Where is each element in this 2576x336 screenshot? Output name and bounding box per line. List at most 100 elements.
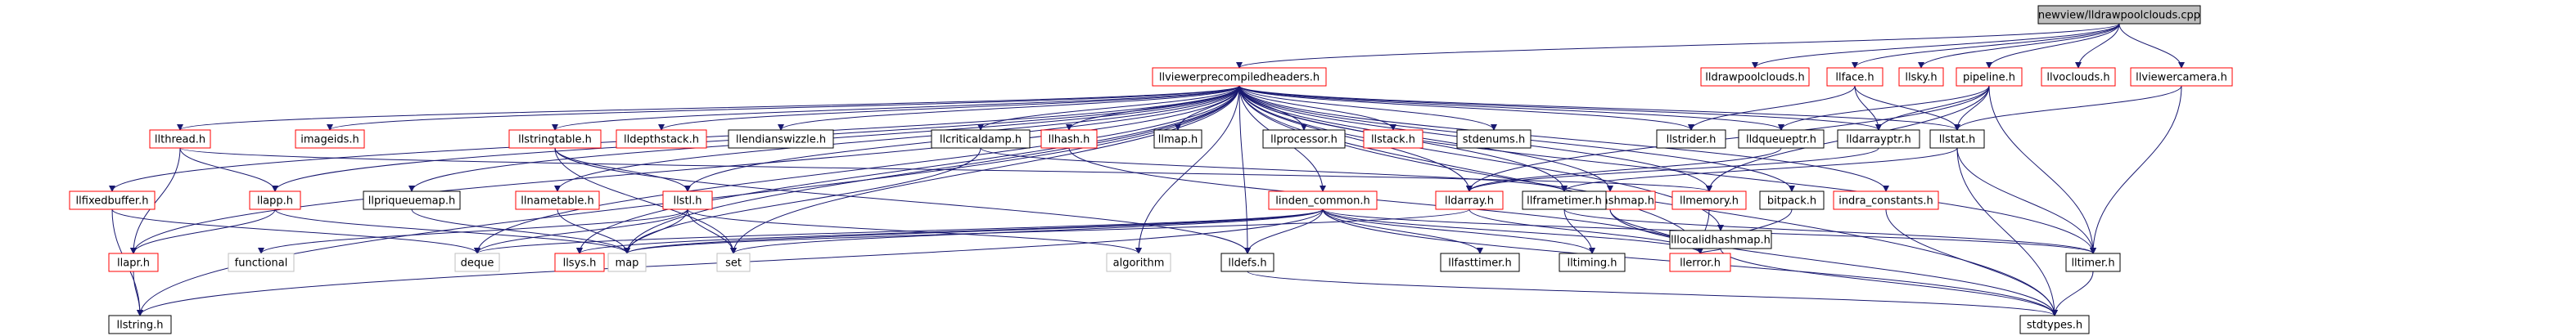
node-label: llmap.h	[1158, 134, 1198, 146]
node-stdenums_h[interactable]: stdenums.h	[1456, 129, 1532, 149]
node-llprocessor_h[interactable]: llprocessor.h	[1262, 129, 1346, 149]
node-label: lldarrayptr.h	[1846, 134, 1911, 146]
node-box	[108, 253, 159, 272]
node-bitpack_h[interactable]: bitpack.h	[1759, 190, 1825, 210]
node-llviewercamera_h[interactable]: llviewercamera.h	[2130, 67, 2233, 87]
node-box	[1559, 253, 1626, 272]
node-box	[1669, 230, 1772, 249]
node-llfixedbuffer_h[interactable]: llfixedbuffer.h	[69, 190, 156, 210]
edge-llstat_h-to-lltimer_h	[1956, 147, 2096, 254]
edge-llcriticaldamp_h-to-map	[624, 147, 981, 254]
node-label: llthread.h	[155, 134, 205, 146]
node-llmemory_h[interactable]: llmemory.h	[1671, 190, 1747, 210]
node-deque[interactable]: deque	[454, 253, 500, 272]
node-box	[554, 253, 605, 272]
edge-llviewerprecompiledheaders_h-to-llstack_h	[1238, 85, 1396, 131]
node-label: indra_constants.h	[1838, 195, 1933, 208]
node-label: llnametable.h	[521, 195, 593, 208]
node-functional[interactable]: functional	[228, 253, 295, 272]
edge-linden_common_h-to-llfasttimer_h	[1322, 208, 1483, 254]
node-root[interactable]: newview/lldrawpoolclouds.cpp	[2037, 5, 2201, 25]
node-llstack_h[interactable]: llstack.h	[1363, 129, 1423, 149]
node-llstrider_h[interactable]: llstrider.h	[1656, 129, 1726, 149]
node-llerror_h[interactable]: llerror.h	[1669, 253, 1731, 272]
node-box	[1153, 129, 1202, 149]
node-pipeline_h[interactable]: pipeline.h	[1956, 67, 2023, 87]
edge-llthread_h-to-llapr_h	[130, 147, 181, 254]
node-box	[69, 190, 156, 210]
node-llstring_h[interactable]: llstring.h	[108, 315, 172, 334]
edge-llapr_h-to-llstring_h	[133, 271, 143, 316]
node-box	[931, 129, 1031, 149]
node-box	[363, 190, 461, 210]
node-label: pipeline.h	[1963, 72, 2015, 84]
edge-lldqueueptr_h-to-lldarray_h	[1466, 147, 1782, 192]
node-label: llframetimer.h	[1527, 195, 1602, 208]
edge-llstl_h-to-functional	[258, 208, 688, 254]
node-stdtypes_h[interactable]: stdtypes.h	[2019, 315, 2090, 334]
node-llframetimer_h[interactable]: llframetimer.h	[1522, 190, 1607, 210]
node-box	[607, 253, 647, 272]
node-llapr_h[interactable]: llapr.h	[108, 253, 159, 272]
edges	[109, 23, 2185, 316]
node-label: llstring.h	[117, 320, 164, 332]
node-box	[1106, 253, 1171, 272]
node-llthread_h[interactable]: llthread.h	[149, 129, 211, 149]
node-label: lltiming.h	[1567, 258, 1617, 270]
node-label: lltimer.h	[2071, 258, 2114, 270]
node-set[interactable]: set	[716, 253, 751, 272]
edge-linden_common_h-to-lldefs_h	[1244, 208, 1324, 254]
edge-llviewerprecompiledheaders_h-to-lldepthstack_h	[658, 85, 1240, 131]
node-box	[1522, 190, 1607, 210]
node-label: llstat.h	[1939, 134, 1976, 146]
node-lldrawpoolclouds_h[interactable]: lldrawpoolclouds.h	[1700, 67, 1810, 87]
node-box	[1440, 253, 1520, 272]
edge-llviewerprecompiledheaders_h-to-lldarrayptr_h	[1238, 85, 1882, 131]
node-llfasttimer_h[interactable]: llfasttimer.h	[1440, 253, 1520, 272]
node-llface_h[interactable]: llface.h	[1826, 67, 1884, 87]
node-box	[616, 129, 707, 149]
node-label: llendianswizzle.h	[736, 134, 826, 146]
node-llnametable_h[interactable]: llnametable.h	[515, 190, 600, 210]
node-llstat_h[interactable]: llstat.h	[1929, 129, 1985, 149]
node-llviewerprecompiledheaders_h[interactable]: llviewerprecompiledheaders.h	[1152, 67, 1327, 87]
node-llsys_h[interactable]: llsys.h	[554, 253, 605, 272]
edge-llstat_h-to-llframetimer_h	[1561, 147, 1958, 192]
node-label: llvoclouds.h	[2046, 72, 2109, 84]
node-label: llviewerprecompiledheaders.h	[1159, 72, 1320, 84]
node-llpriqueuemap_h[interactable]: llpriqueuemap.h	[363, 190, 461, 210]
node-map[interactable]: map	[607, 253, 647, 272]
node-label: llmemory.h	[1680, 195, 1739, 208]
node-llhash_h[interactable]: llhash.h	[1040, 129, 1098, 149]
node-label: llprocessor.h	[1270, 134, 1338, 146]
node-lldepthstack_h[interactable]: lldepthstack.h	[616, 129, 707, 149]
node-llvoclouds_h[interactable]: llvoclouds.h	[2041, 67, 2116, 87]
node-lldarrayptr_h[interactable]: lldarrayptr.h	[1837, 129, 1920, 149]
edge-llstringtable_h-to-llstl_h	[554, 147, 691, 192]
node-imageids_h[interactable]: imageids.h	[295, 129, 365, 149]
edge-lltimer_h-to-stdtypes_h	[2051, 271, 2094, 316]
node-label: lllocalidhashmap.h	[1671, 235, 1771, 247]
node-lltiming_h[interactable]: lltiming.h	[1559, 253, 1626, 272]
node-label: set	[725, 258, 742, 270]
edge-root-to-llviewerprecompiledheaders_h	[1236, 23, 2120, 69]
node-algorithm[interactable]: algorithm	[1106, 253, 1171, 272]
node-lllocalidhashmap_h[interactable]: lllocalidhashmap.h	[1669, 230, 1772, 249]
node-llcriticaldamp_h[interactable]: llcriticaldamp.h	[931, 129, 1031, 149]
node-indra_constants_h[interactable]: indra_constants.h	[1833, 190, 1939, 210]
node-lldqueueptr_h[interactable]: lldqueueptr.h	[1738, 129, 1825, 149]
edge-llapp_h-to-llapr_h	[130, 208, 276, 254]
node-box	[1738, 129, 1825, 149]
node-llendianswizzle_h[interactable]: llendianswizzle.h	[728, 129, 834, 149]
edge-pipeline_h-to-lldqueueptr_h	[1778, 85, 1990, 131]
node-lldarray_h[interactable]: lldarray.h	[1435, 190, 1504, 210]
node-llstl_h[interactable]: llstl.h	[662, 190, 713, 210]
node-llmap_h[interactable]: llmap.h	[1153, 129, 1202, 149]
node-llstringtable_h[interactable]: llstringtable.h	[508, 129, 602, 149]
node-llapp_h[interactable]: llapp.h	[249, 190, 301, 210]
node-linden_common_h[interactable]: linden_common.h	[1268, 190, 1378, 210]
node-llsky_h[interactable]: llsky.h	[1898, 67, 1944, 87]
node-lldefs_h[interactable]: lldefs.h	[1220, 253, 1274, 272]
node-label: llstack.h	[1371, 134, 1415, 146]
node-lltimer_h[interactable]: lltimer.h	[2065, 253, 2121, 272]
